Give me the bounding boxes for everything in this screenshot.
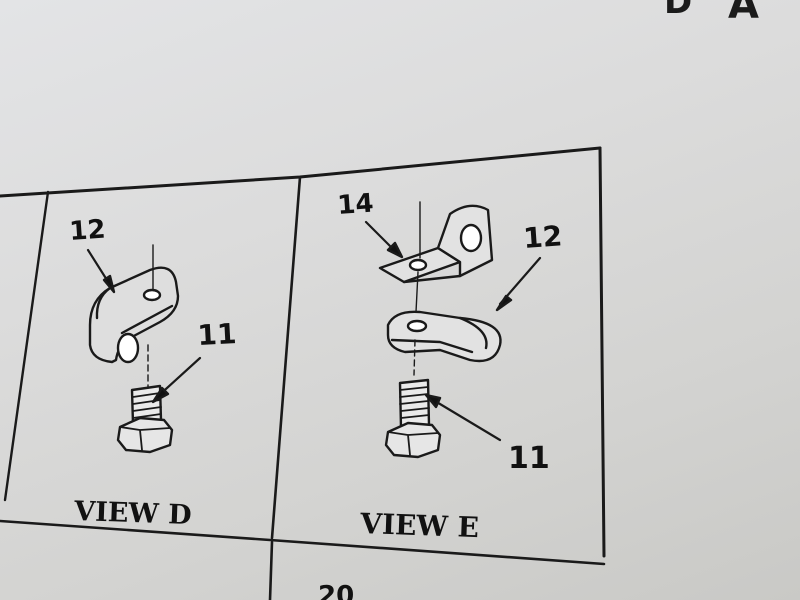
view-d-drawing [86,244,202,454]
view-e-bracket [378,204,494,284]
view-d-clamp [88,266,180,364]
view-e-caption: VIEW E [359,507,480,544]
view-d-callout-12: 12 [68,215,106,247]
corner-letter-right: A [728,0,759,28]
view-e-callout-11: 11 [508,441,550,476]
view-d-callout-11: 11 [197,317,238,352]
view-e-callout-12: 12 [522,219,563,255]
view-e-clamp [386,310,502,363]
view-e-bolt [384,378,442,459]
view-d-caption: VIEW D [73,496,192,531]
table-frame [0,146,606,600]
corner-letter-left: D [664,0,693,22]
view-d-bolt [116,384,174,454]
footer-number: 20 [318,581,354,600]
view-e-callout-14: 14 [336,189,374,221]
view-e-drawing [364,201,542,459]
